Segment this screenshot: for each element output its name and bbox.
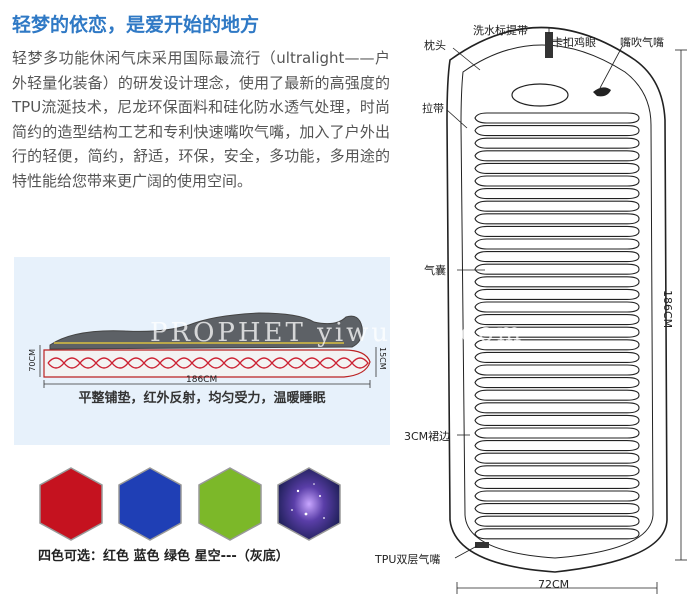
chamber-rib	[474, 515, 640, 527]
chamber-rib	[474, 263, 640, 275]
chamber-rib	[474, 200, 640, 212]
watermark: PROPHET yiwugou.com	[150, 318, 525, 348]
chamber-rib	[474, 503, 640, 515]
chamber-rib	[474, 528, 640, 540]
chamber-rib	[474, 440, 640, 452]
pillow-ellipse	[511, 83, 569, 107]
air-chambers	[474, 112, 640, 540]
chamber-rib	[474, 150, 640, 162]
chamber-rib	[474, 238, 640, 250]
chamber-rib	[474, 452, 640, 464]
chamber-rib	[474, 465, 640, 477]
callout-air-chamber: 气囊	[424, 264, 446, 277]
chamber-rib	[474, 112, 640, 124]
chamber-rib	[474, 427, 640, 439]
chamber-rib	[474, 225, 640, 237]
callout-pillow: 枕头	[424, 39, 446, 52]
chamber-rib	[474, 125, 640, 137]
swatch-green	[198, 467, 262, 541]
side-chambers	[47, 357, 369, 369]
callout-handle: 洗水标提带	[473, 24, 528, 37]
side-length-label: 186CM	[186, 375, 218, 385]
side-chamber	[351, 357, 369, 369]
chamber-rib	[474, 175, 640, 187]
diagram-length-label: 186CM	[661, 290, 674, 329]
callout-buckle: 卡扣鸡眼	[552, 36, 596, 49]
chamber-rib	[474, 351, 640, 363]
chamber-rib	[474, 477, 640, 489]
chamber-rib	[474, 364, 640, 376]
color-options-label: 四色可选：红色 蓝色 绿色 星空---（灰底）	[38, 549, 289, 564]
side-view-panel: 186CM 15CM 70CM 平整铺垫，红外反射，均匀受力，温暖睡眠	[14, 257, 390, 445]
diagram-width-label: 72CM	[538, 578, 570, 591]
side-height-label: 15CM	[378, 347, 387, 370]
chamber-rib	[474, 288, 640, 300]
swatch-blue	[118, 467, 182, 541]
chamber-rib	[474, 339, 640, 351]
sleeper-silhouette	[49, 312, 363, 350]
chamber-rib	[474, 276, 640, 288]
callout-tpu-valve: TPU双层气嘴	[375, 553, 441, 566]
chamber-rib	[474, 389, 640, 401]
callout-skirt: 3CM裙边	[404, 430, 451, 443]
side-width-label: 70CM	[28, 349, 37, 372]
chamber-rib	[474, 377, 640, 389]
chamber-rib	[474, 490, 640, 502]
chamber-rib	[474, 402, 640, 414]
chamber-rib	[474, 137, 640, 149]
chamber-rib	[474, 414, 640, 426]
chamber-rib	[474, 188, 640, 200]
mattress-diagram	[446, 26, 687, 594]
tpu-valve	[475, 542, 489, 548]
chamber-rib	[474, 301, 640, 313]
side-view-illustration	[39, 312, 377, 388]
swatch-red	[39, 467, 103, 541]
side-view-caption: 平整铺垫，红外反射，均匀受力，温暖睡眠	[78, 391, 326, 406]
chamber-rib	[474, 326, 640, 338]
page-title: 轻梦的依恋，是爱开始的地方	[12, 14, 260, 36]
chamber-rib	[474, 162, 640, 174]
chamber-rib	[474, 314, 640, 326]
mouth-valve-icon	[593, 87, 611, 97]
callout-strap: 拉带	[422, 102, 444, 115]
chamber-rib	[474, 213, 640, 225]
callout-mouth-valve: 嘴吹气嘴	[620, 36, 664, 49]
chamber-rib	[474, 251, 640, 263]
handle-strap	[545, 32, 553, 58]
swatch-starry-sky	[277, 467, 341, 541]
intro-paragraph: 轻梦多功能休闲气床采用国际最流行（ultralight——户外轻量化装备）的研发…	[12, 49, 390, 190]
